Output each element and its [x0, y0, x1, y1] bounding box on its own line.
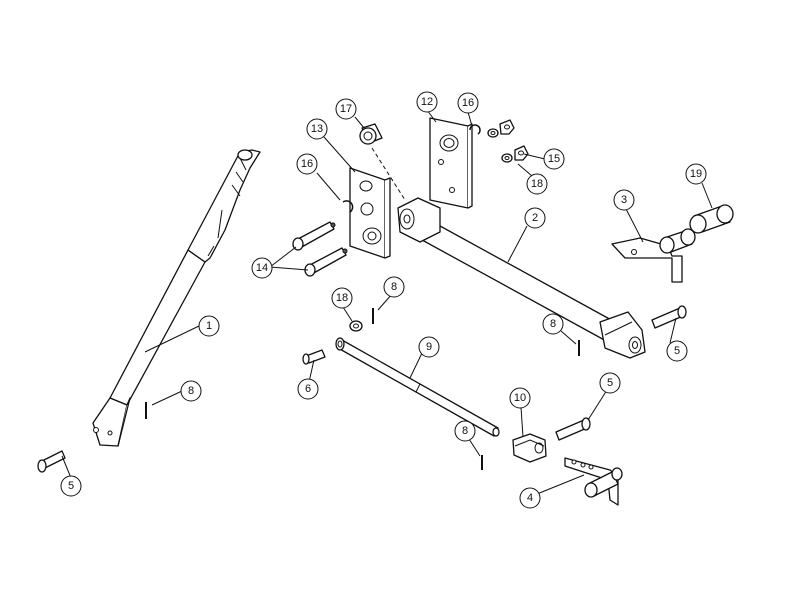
part-clevis-10	[512, 433, 547, 463]
assembly-line	[371, 147, 406, 201]
part-clip-16b	[342, 200, 354, 213]
part-cotter-pins	[145, 308, 580, 470]
callout-18b: 18	[331, 287, 353, 309]
callout-label: 5	[607, 377, 613, 389]
part-bolts-14	[292, 221, 348, 277]
part-rod-9	[335, 337, 500, 437]
callout-label: 19	[690, 168, 702, 180]
callout-12: 12	[416, 91, 438, 113]
callout-label: 16	[301, 158, 313, 170]
callout-label: 4	[527, 492, 533, 504]
part-lever-arm	[92, 149, 261, 447]
callout-16a: 16	[457, 92, 479, 114]
callout-18a: 18	[526, 173, 548, 195]
callout-8d: 8	[454, 420, 476, 442]
callout-label: 3	[621, 194, 627, 206]
callout-label: 5	[68, 480, 74, 492]
callout-label: 15	[548, 153, 560, 165]
callout-19: 19	[685, 163, 707, 185]
callout-label: 8	[188, 385, 194, 397]
callout-label: 8	[462, 425, 468, 437]
callout-5b: 5	[666, 340, 688, 362]
callout-13: 13	[306, 118, 328, 140]
leader-lines	[61, 109, 713, 495]
callout-17: 17	[335, 98, 357, 120]
callout-16b: 16	[296, 153, 318, 175]
callout-8c: 8	[542, 313, 564, 335]
callout-8b: 8	[383, 276, 405, 298]
part-plate-13	[349, 167, 391, 259]
callout-label: 14	[256, 262, 268, 274]
part-nut-washers	[487, 119, 529, 163]
callout-2: 2	[524, 207, 546, 229]
callout-label: 16	[462, 97, 474, 109]
part-link-tube	[397, 197, 646, 359]
callout-5a: 5	[60, 475, 82, 497]
callout-15: 15	[543, 148, 565, 170]
part-bracket-3	[611, 228, 696, 283]
callout-label: 5	[674, 345, 680, 357]
callout-label: 2	[532, 212, 538, 224]
callout-9: 9	[418, 336, 440, 358]
callout-label: 10	[514, 392, 526, 404]
part-washer-18	[349, 320, 363, 332]
callout-label: 12	[421, 96, 433, 108]
part-plate-12	[429, 117, 473, 209]
callout-label: 6	[305, 383, 311, 395]
callout-5c: 5	[599, 372, 621, 394]
part-pins-5	[37, 305, 687, 473]
callout-8a: 8	[180, 380, 202, 402]
callout-14: 14	[251, 257, 273, 279]
part-bracket-4	[564, 457, 623, 506]
callout-1: 1	[198, 315, 220, 337]
callout-4: 4	[519, 487, 541, 509]
callout-3: 3	[613, 189, 635, 211]
callout-label: 17	[340, 103, 352, 115]
part-bushing-19	[689, 204, 734, 234]
callout-label: 1	[206, 320, 212, 332]
callout-label: 18	[336, 292, 348, 304]
callout-label: 8	[391, 281, 397, 293]
callout-label: 8	[550, 318, 556, 330]
callout-label: 9	[426, 341, 432, 353]
callout-label: 18	[531, 178, 543, 190]
part-bushing-17	[359, 123, 383, 145]
callout-6: 6	[297, 378, 319, 400]
callout-label: 13	[311, 123, 323, 135]
part-pin-6	[302, 349, 326, 365]
part-clip-16a	[469, 124, 481, 135]
callout-10: 10	[509, 387, 531, 409]
